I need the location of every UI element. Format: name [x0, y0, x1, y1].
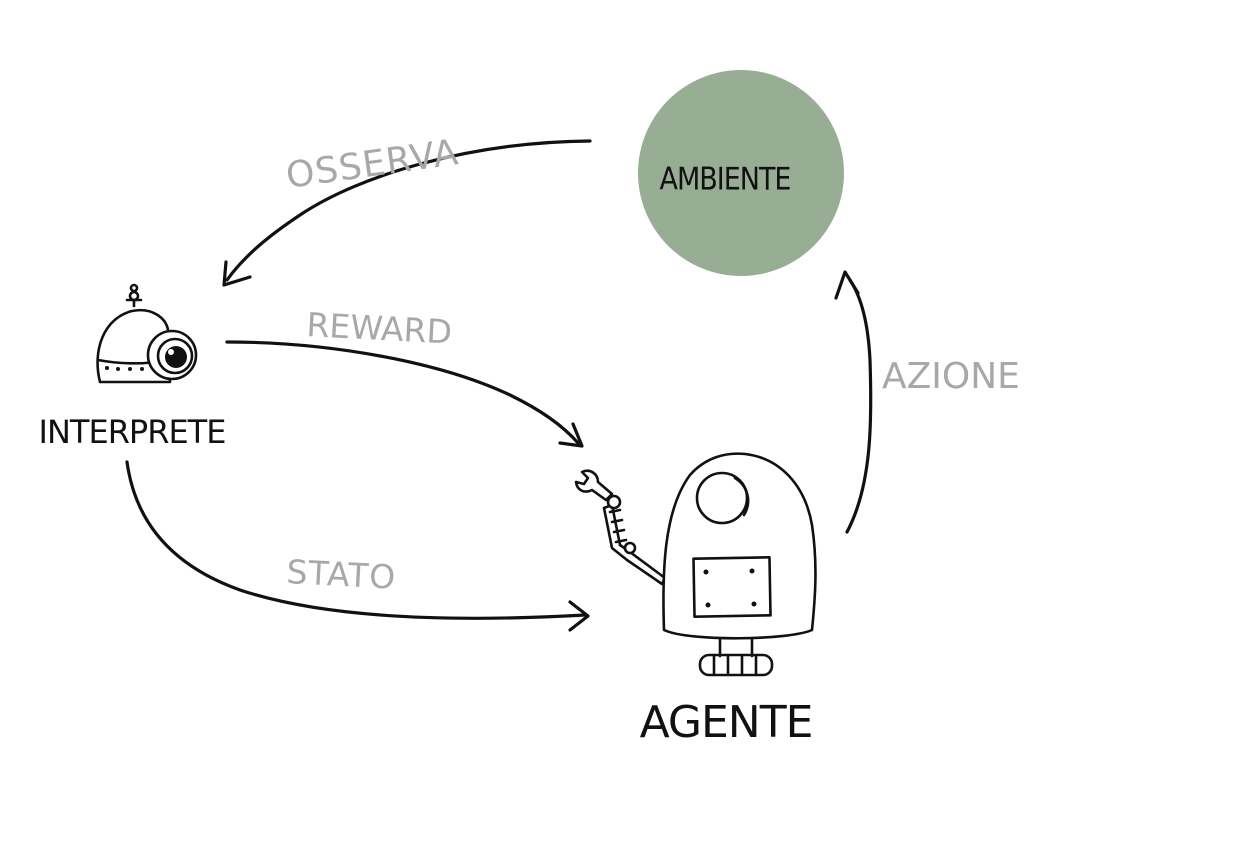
interpreter-node: INTERPRETE: [39, 283, 226, 451]
environment-label: AMBIENTE: [660, 161, 791, 197]
state-arrow: [125, 460, 587, 620]
action-edge: AZIONE: [834, 270, 1020, 534]
reward-label: REWARD: [306, 305, 453, 352]
observe-arrow: [225, 139, 592, 282]
state-label: STATO: [286, 552, 398, 597]
environment-circle: [638, 70, 844, 276]
environment-node: AMBIENTE: [638, 70, 844, 276]
reward-arrowhead: [558, 422, 584, 448]
observe-arrowhead: [222, 260, 252, 287]
observe-edge: OSSERVA: [222, 132, 592, 287]
action-label: AZIONE: [882, 356, 1020, 397]
interpreter-label: INTERPRETE: [39, 413, 226, 451]
action-arrowhead: [834, 270, 860, 300]
state-edge: STATO: [125, 460, 590, 632]
state-arrowhead: [568, 600, 590, 632]
reward-arrow: [225, 340, 580, 445]
interpreter-robot-icon: [96, 283, 198, 384]
agent-label: AGENTE: [640, 697, 813, 748]
agent-node: AGENTE: [574, 452, 817, 748]
observe-label: OSSERVA: [284, 132, 462, 197]
action-arrow: [845, 278, 873, 534]
reward-edge: REWARD: [225, 305, 584, 448]
agent-robot-icon: [574, 452, 817, 677]
